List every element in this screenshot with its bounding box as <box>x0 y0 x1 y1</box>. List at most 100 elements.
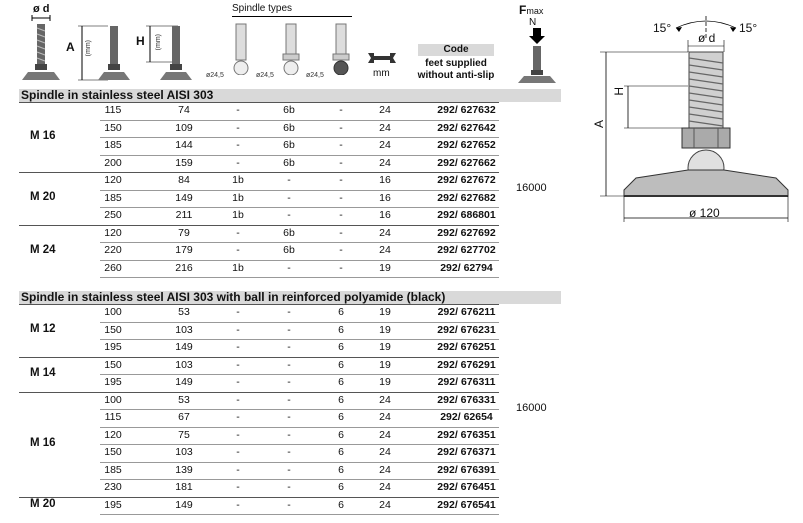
spindle-type-2-cell: - <box>287 174 291 186</box>
od-header-label: ø d <box>33 3 50 15</box>
spindle-type-2-cell: - <box>287 358 291 371</box>
spindle-type-1-cell: - <box>236 428 240 441</box>
code-cell: 292/ 62654 <box>440 411 493 423</box>
wrench-size-cell: 24 <box>379 226 391 239</box>
spindle-type-1-cell: - <box>236 411 240 423</box>
spindle-type-3-cell: - <box>339 174 343 186</box>
spindle-type-2-cell: - <box>287 191 291 204</box>
spindle-type-2-cell: - <box>287 261 291 274</box>
thread-size-label: M 16 <box>30 130 56 142</box>
wrench-size-cell: 19 <box>379 341 391 353</box>
wrench-size-cell: 19 <box>379 306 391 318</box>
h-value-cell: 103 <box>175 446 193 458</box>
code-cell: 292/ 676351 <box>437 428 496 441</box>
code-header: Code <box>418 44 494 56</box>
row-divider <box>100 207 499 208</box>
group-divider <box>19 304 499 305</box>
spindle-type-3-cell: 6 <box>338 376 344 388</box>
wrench-size-cell: 19 <box>379 358 391 371</box>
row-divider <box>100 461 499 463</box>
h-value-cell: 159 <box>175 156 193 169</box>
a-value-cell: 150 <box>104 446 122 458</box>
foot-icon-a <box>78 25 130 81</box>
wrench-size-cell: 24 <box>379 244 391 256</box>
spindle-types-icons <box>233 23 350 75</box>
spindle-type-1-cell: - <box>236 156 240 169</box>
h-value-cell: 75 <box>178 428 190 441</box>
drawing-base-label: ø 120 <box>689 206 720 220</box>
spindle-type-1-cell: 1b <box>232 191 244 204</box>
a-value-cell: 195 <box>104 341 122 353</box>
spindle-type-3-cell: 6 <box>338 323 344 336</box>
thread-size-label: M 14 <box>30 367 56 379</box>
a-value-cell: 150 <box>104 358 122 371</box>
a-value-cell: 250 <box>104 209 122 221</box>
wrench-size-cell: 24 <box>379 121 391 134</box>
wrench-size-cell: 24 <box>379 411 391 423</box>
spindle-type-1-cell: - <box>236 463 240 476</box>
a-value-cell: 115 <box>104 411 122 423</box>
spindle-type-2-cell: 6b <box>283 139 295 151</box>
spindle-type-1-cell: 1b <box>232 261 244 274</box>
spindle-type-2-cell: - <box>287 323 291 336</box>
code-cell: 292/ 627662 <box>437 156 496 169</box>
section-title: Spindle in stainless steel AISI 303 with… <box>19 291 561 304</box>
code-cell: 292/ 676331 <box>437 393 496 406</box>
spindle-type-2-cell: - <box>287 393 291 406</box>
spindle-type-3-cell: 6 <box>338 463 344 476</box>
spindle-type-1-cell: - <box>236 481 240 493</box>
spindle-type-1-cell: - <box>236 498 240 511</box>
row-divider <box>100 321 499 323</box>
spindle-type-3-cell: 6 <box>338 498 344 511</box>
wrench-size-cell: 24 <box>379 481 391 493</box>
code-cell: 292/ 676451 <box>437 481 496 493</box>
spindle-type-3-cell: - <box>339 121 343 134</box>
wrench-size-cell: 24 <box>379 139 391 151</box>
section-title: Spindle in stainless steel AISI 303 <box>19 89 561 102</box>
h-value-cell: 149 <box>175 341 193 353</box>
spindle-type-1-cell: - <box>236 306 240 318</box>
code-cell: 292/ 627702 <box>437 244 496 256</box>
wrench-size-cell: 16 <box>379 209 391 221</box>
a-value-cell: 185 <box>104 139 122 151</box>
foot-icon-h <box>146 25 192 80</box>
thread-size-label: M 16 <box>30 437 56 449</box>
thread-size-label: M 24 <box>30 243 56 256</box>
leveling-foot-drawing <box>600 16 789 222</box>
spindle-dim-3: ø24,5 <box>306 72 324 79</box>
code-cell: 292/ 676231 <box>437 323 496 336</box>
code-cell: 292/ 676391 <box>437 463 496 476</box>
wrench-size-cell: 24 <box>379 463 391 476</box>
row-divider <box>100 339 499 340</box>
spindle-type-1-cell: - <box>236 323 240 336</box>
group-divider <box>19 224 499 226</box>
h-value-cell: 84 <box>178 174 190 186</box>
a-value-cell: 150 <box>104 121 122 134</box>
a-value-cell: 100 <box>104 306 122 318</box>
spindle-types-rule <box>232 16 352 17</box>
wrench-icon <box>368 53 396 63</box>
h-header-label: H <box>136 34 145 48</box>
a-value-cell: 260 <box>104 261 122 274</box>
row-divider <box>100 374 499 375</box>
spindle-type-3-cell: 6 <box>338 481 344 493</box>
h-value-cell: 53 <box>178 306 190 318</box>
code-sub2: without anti-slip <box>417 70 495 81</box>
a-value-cell: 120 <box>104 174 122 186</box>
wrench-size-cell: 19 <box>379 323 391 336</box>
h-value-cell: 149 <box>175 498 193 511</box>
a-value-cell: 200 <box>104 156 122 169</box>
spindle-type-3-cell: - <box>339 261 343 274</box>
a-value-cell: 150 <box>104 323 122 336</box>
fmax-max: max <box>526 6 544 16</box>
spindle-type-3-cell: - <box>339 139 343 151</box>
